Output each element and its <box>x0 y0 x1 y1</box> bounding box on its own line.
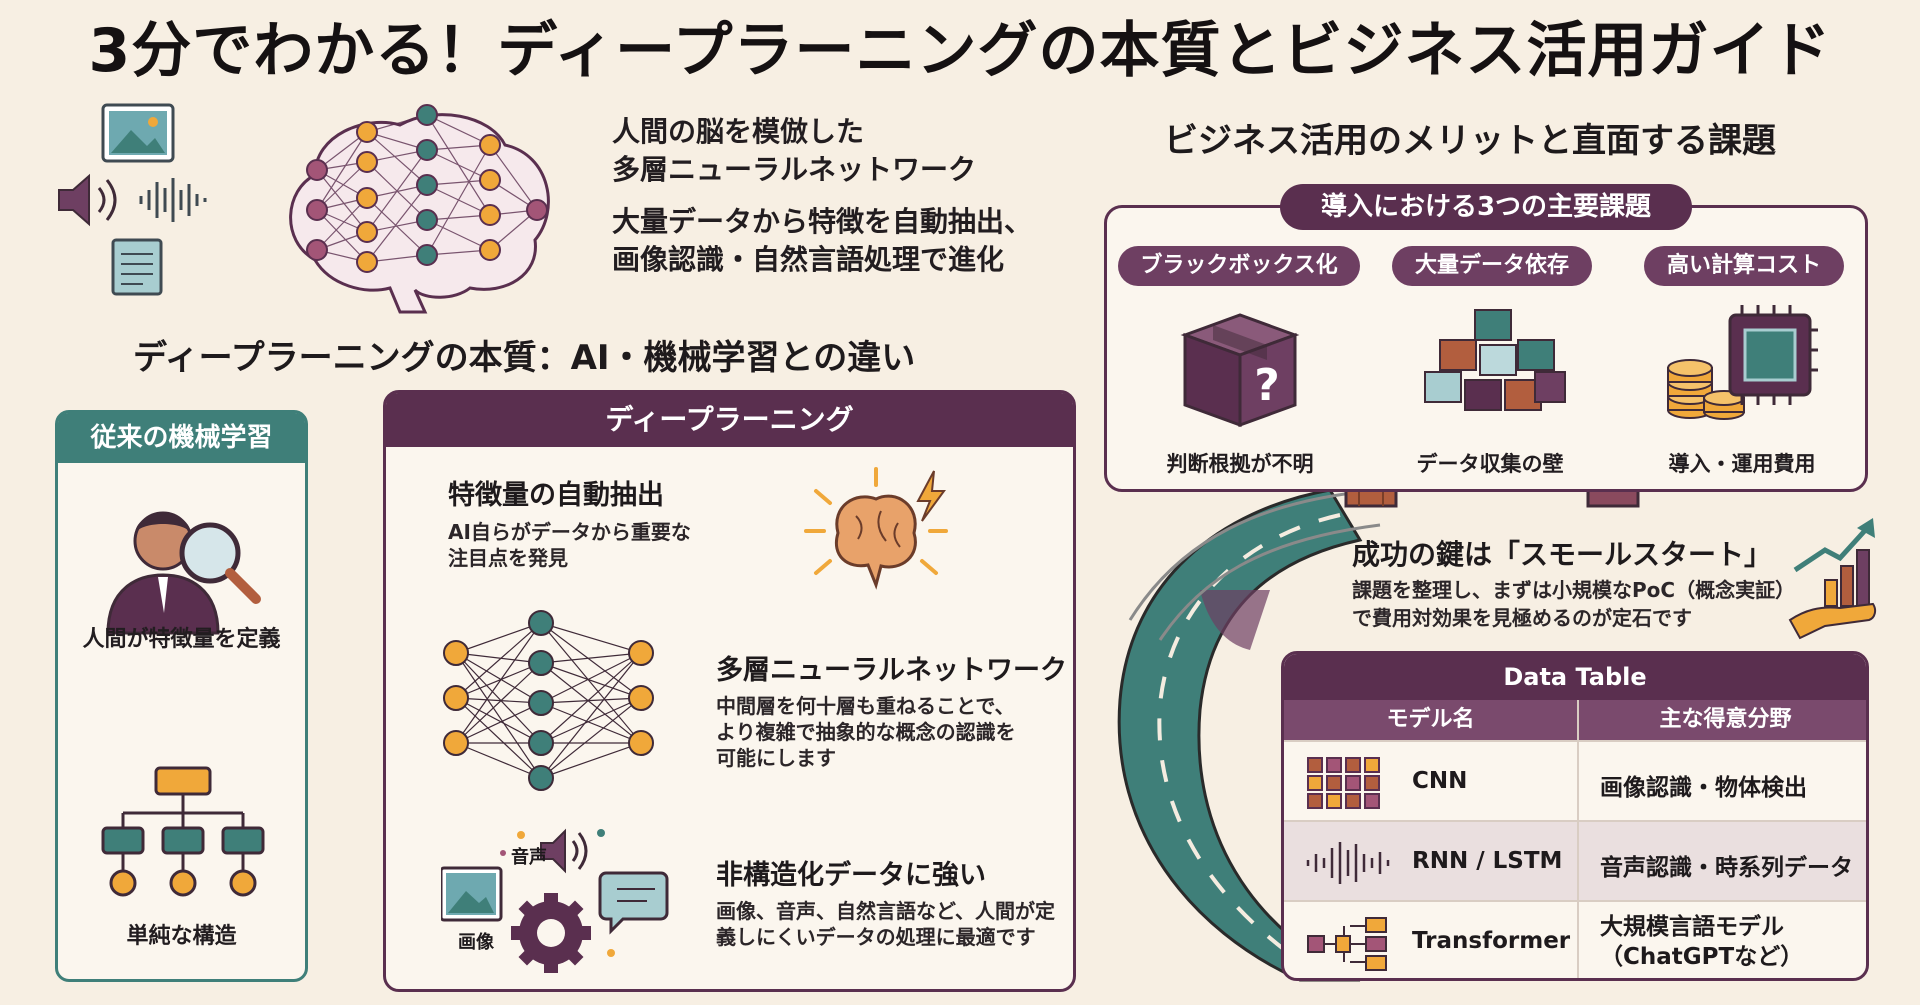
table-row: RNN / LSTM 音声認識・時系列データ <box>1284 820 1866 900</box>
intro-line-4: 画像認識・自然言語処理で進化 <box>612 243 1005 276</box>
deep-learning-panel: ディープラーニング 特徴量の自動抽出 AI自らがデータから重要な 注目点を発見 … <box>383 390 1076 992</box>
image-label: 画像 <box>458 932 494 953</box>
person-magnifier-icon <box>106 511 261 635</box>
waveform-icon <box>139 178 207 222</box>
model-field-cell: 画像認識・物体検出 <box>1600 775 1807 801</box>
model-field-cell: 音声認識・時系列データ <box>1600 855 1853 881</box>
data-table: Data Table モデル名 主な得意分野 CNN 画像認識・物体検出 RNN… <box>1281 651 1869 981</box>
model-field-cell: 大規模言語モデル （ChatGPTなど） <box>1600 912 1803 972</box>
intro-line-3: 大量データから特徴を自動抽出、 <box>612 205 1033 238</box>
business-heading: ビジネス活用のメリットと直面する課題 <box>1164 121 1776 161</box>
feature-2-desc-line-3: 可能にします <box>716 746 836 770</box>
feature-3-desc: 画像、音声、自然言語など、人間が定 義しにくいデータの処理に最適です <box>716 898 1055 950</box>
blackbox-icon: ? <box>1180 313 1300 428</box>
challenge-caption-data: データ収集の壁 <box>1416 452 1564 476</box>
column-header-model: モデル名 <box>1284 700 1577 740</box>
success-title: 成功の鍵は「スモールスタート」 <box>1352 538 1773 571</box>
table-row: CNN 画像認識・物体検出 <box>1284 740 1866 820</box>
essence-heading: ディープラーニングの本質：AI・機械学習との違い <box>133 338 916 378</box>
model-field-line-1: 大規模言語モデル <box>1600 914 1784 940</box>
intro-line-1: 人間の脳を模倣した <box>612 115 865 148</box>
waveform-icon <box>1306 842 1390 884</box>
image-icon <box>101 103 175 163</box>
intro-text: 人間の脳を模倣した 多層ニューラルネットワーク 大量データから特徴を自動抽出、 … <box>612 113 1032 279</box>
model-name-cell: Transformer <box>1412 928 1571 954</box>
challenge-pill-cost: 高い計算コスト <box>1644 246 1844 286</box>
brain-spark-icon <box>804 467 948 590</box>
success-desc-line-1: 課題を整理し、まずは小規模なPoC（概念実証） <box>1352 578 1796 602</box>
brain-network-icon <box>289 104 550 314</box>
intro-line-2: 多層ニューラルネットワーク <box>612 153 977 186</box>
traditional-ml-panel: 従来の機械学習 人間が特徴量を定義 単純な構造 <box>55 410 308 982</box>
growth-chart-hand-icon <box>1788 518 1877 640</box>
challenge-caption-cost: 導入・運用費用 <box>1668 452 1816 476</box>
feature-2-title: 多層ニューラルネットワーク <box>716 655 1067 686</box>
success-desc: 課題を整理し、まずは小規模なPoC（概念実証） で費用対効果を見極めるのが定石で… <box>1352 576 1795 632</box>
media-icons-group <box>58 103 207 296</box>
multilayer-network-icon <box>443 610 654 791</box>
document-icon <box>111 238 163 296</box>
feature-3-title: 非構造化データに強い <box>716 860 986 891</box>
table-row: Transformer 大規模言語モデル （ChatGPTなど） <box>1284 900 1866 978</box>
feature-1-desc-line-1: AI自らがデータから重要な <box>448 520 691 544</box>
speaker-icon <box>58 173 117 227</box>
feature-1-desc: AI自らがデータから重要な 注目点を発見 <box>448 519 691 571</box>
feature-3-desc-line-2: 義しにくいデータの処理に最適です <box>716 925 1036 949</box>
challenge-caption-blackbox: 判断根拠が不明 <box>1166 452 1314 476</box>
column-header-field: 主な得意分野 <box>1579 700 1866 740</box>
challenges-title: 導入における3つの主要課題 <box>1280 184 1692 230</box>
challenge-pill-blackbox: ブラックボックス化 <box>1118 246 1360 286</box>
success-desc-line-2: で費用対効果を見極めるのが定石です <box>1352 606 1692 630</box>
feature-2-desc-line-2: より複雑で抽象的な概念の認識を <box>716 720 1016 744</box>
grid-icon <box>1307 757 1380 809</box>
traditional-ml-header: 従来の機械学習 <box>58 413 305 463</box>
audio-label: 音声 <box>511 847 547 868</box>
traditional-caption-1: 人間が特徴量を定義 <box>82 627 281 652</box>
traditional-caption-2: 単純な構造 <box>126 924 237 949</box>
feature-3-desc-line-1: 画像、音声、自然言語など、人間が定 <box>716 899 1055 923</box>
feature-2-desc-line-1: 中間層を何十層も重ねることで、 <box>716 694 1015 718</box>
model-name-cell: CNN <box>1412 768 1468 794</box>
model-field-line-2: （ChatGPTなど） <box>1600 944 1804 970</box>
model-name-cell: RNN / LSTM <box>1412 848 1563 874</box>
feature-1-desc-line-2: 注目点を発見 <box>448 546 568 570</box>
transformer-blocks-icon <box>1307 917 1387 971</box>
page-title: 3分でわかる！ディープラーニングの本質とビジネス活用ガイド <box>88 16 1832 86</box>
chip-coins-icon <box>1667 305 1818 420</box>
deep-learning-header: ディープラーニング <box>386 393 1073 447</box>
data-table-caption: Data Table <box>1284 654 1866 700</box>
simple-tree-icon <box>101 766 265 897</box>
challenge-pill-data: 大量データ依存 <box>1392 246 1592 286</box>
svg-text:?: ? <box>1254 360 1280 411</box>
column-divider <box>1577 700 1579 978</box>
data-cubes-icon <box>1424 309 1566 411</box>
feature-1-title: 特徴量の自動抽出 <box>448 480 664 511</box>
unstructured-data-icon <box>441 828 669 973</box>
feature-2-desc: 中間層を何十層も重ねることで、 より複雑で抽象的な概念の認識を 可能にします <box>716 693 1016 771</box>
